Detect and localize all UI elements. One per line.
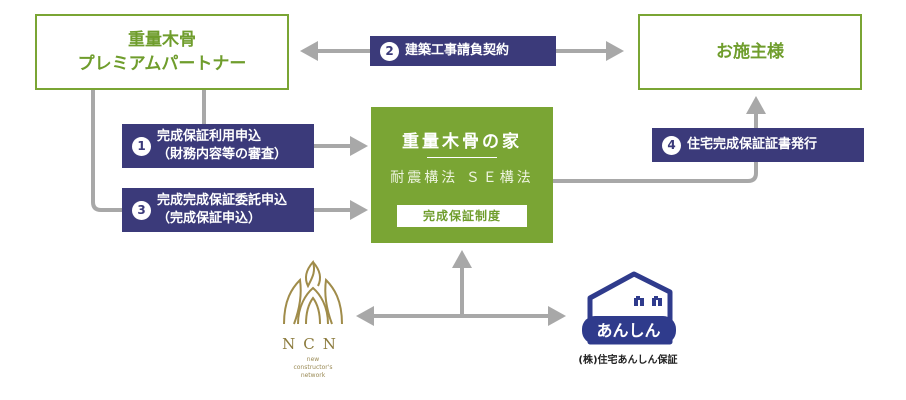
step2-number-badge: 2 bbox=[380, 41, 399, 61]
step3-arrow-head bbox=[350, 200, 368, 220]
center-title: 重量木骨の家 bbox=[402, 132, 522, 152]
center-subtitle: 耐震構法 ＳＥ構法 bbox=[390, 170, 534, 186]
center-label: 完成保証制度 bbox=[397, 205, 527, 227]
ncn-tag-new: new bbox=[306, 356, 320, 363]
client-label: お施主様 bbox=[716, 42, 784, 62]
support-arrow-head bbox=[452, 250, 472, 268]
step3-line1: 完成完成保証委託申込 bbox=[157, 193, 288, 208]
step1-application: 1 完成保証利用申込 （財務内容等の審査） bbox=[122, 124, 314, 168]
anshin-logo-text: あんしん bbox=[596, 321, 661, 340]
anshin-house-icon bbox=[582, 271, 676, 345]
step1-arrow-head bbox=[350, 136, 368, 156]
step2-label: 建築工事請負契約 bbox=[405, 43, 510, 58]
step3-number-badge: 3 bbox=[132, 200, 151, 220]
partner-line2: プレミアムパートナー bbox=[77, 54, 247, 74]
center-divider bbox=[427, 157, 497, 158]
contract-arrow-right-head bbox=[606, 41, 624, 61]
step3-application: 3 完成完成保証委託申込 （完成保証申込） bbox=[122, 188, 314, 232]
step1-line1: 完成保証利用申込 bbox=[157, 129, 262, 144]
step4-number-badge: 4 bbox=[662, 135, 681, 155]
premium-partner-box: 重量木骨 プレミアムパートナー bbox=[35, 14, 289, 90]
ncn-tag-network: network bbox=[300, 372, 326, 379]
step4-label: 住宅完成保証証書発行 bbox=[687, 137, 818, 152]
ncn-logo-icon bbox=[283, 259, 343, 325]
step1-line2: （財務内容等の審査） bbox=[157, 147, 288, 162]
client-box: お施主様 bbox=[638, 14, 862, 90]
step3-connector bbox=[91, 90, 122, 212]
certificate-arrow-head bbox=[746, 96, 766, 114]
step4-certificate: 4 住宅完成保証証書発行 bbox=[652, 128, 864, 162]
certificate-connector bbox=[553, 114, 758, 183]
partner-line1: 重量木骨 bbox=[128, 30, 196, 50]
step3-line2: （完成保証申込） bbox=[157, 211, 262, 226]
ncn-name: NCN bbox=[282, 335, 344, 353]
contract-arrow-left-head bbox=[300, 41, 318, 61]
ncn-tag-constructors: constructor's bbox=[293, 364, 333, 371]
step2-contract: 2 建築工事請負契約 bbox=[370, 36, 556, 66]
step1-number-badge: 1 bbox=[132, 136, 151, 156]
guarantee-system-box: 重量木骨の家 耐震構法 ＳＥ構法 完成保証制度 bbox=[371, 107, 553, 243]
anshin-caption: (株)住宅あんしん保証 bbox=[578, 355, 678, 366]
